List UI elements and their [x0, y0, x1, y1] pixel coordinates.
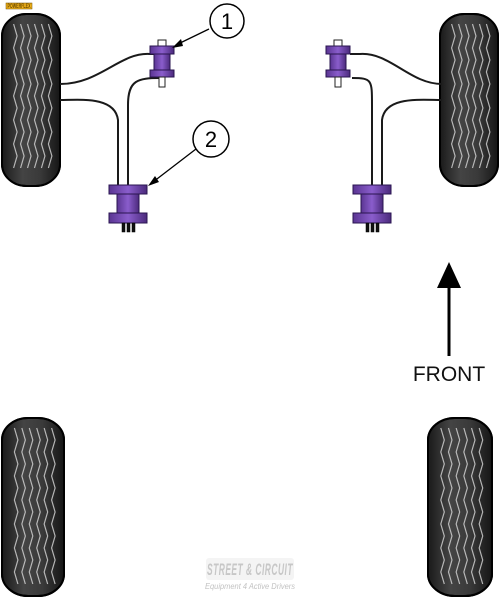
front-left-tyre — [1, 13, 61, 187]
bush-1-right — [325, 39, 351, 88]
callout-1: 1 — [172, 3, 245, 48]
bush-2-right — [352, 184, 392, 233]
street-circuit-watermark: STREET & CIRCUIT Equipment 4 Active Driv… — [205, 558, 295, 591]
callout-1-number: 1 — [221, 9, 233, 34]
rear-right-tyre — [427, 417, 493, 597]
rear-left-tyre — [1, 417, 65, 597]
front-right-tyre — [439, 13, 499, 187]
brand-logo-text: POWERFLEX — [8, 4, 31, 10]
left-wishbone-arm — [59, 52, 161, 188]
callout-2-number: 2 — [205, 127, 217, 152]
bush-1-left — [149, 39, 175, 88]
arrow-head-icon — [437, 262, 461, 288]
watermark-title: STREET & CIRCUIT — [207, 560, 293, 579]
bush-2-left — [108, 184, 148, 233]
watermark-tagline: Equipment 4 Active Drivers — [205, 582, 295, 591]
right-wishbone-arm — [350, 52, 443, 188]
front-direction-arrow — [437, 262, 461, 356]
brand-logo: POWERFLEX — [5, 2, 33, 10]
callout-2: 2 — [148, 120, 230, 186]
front-label: FRONT — [413, 363, 485, 386]
